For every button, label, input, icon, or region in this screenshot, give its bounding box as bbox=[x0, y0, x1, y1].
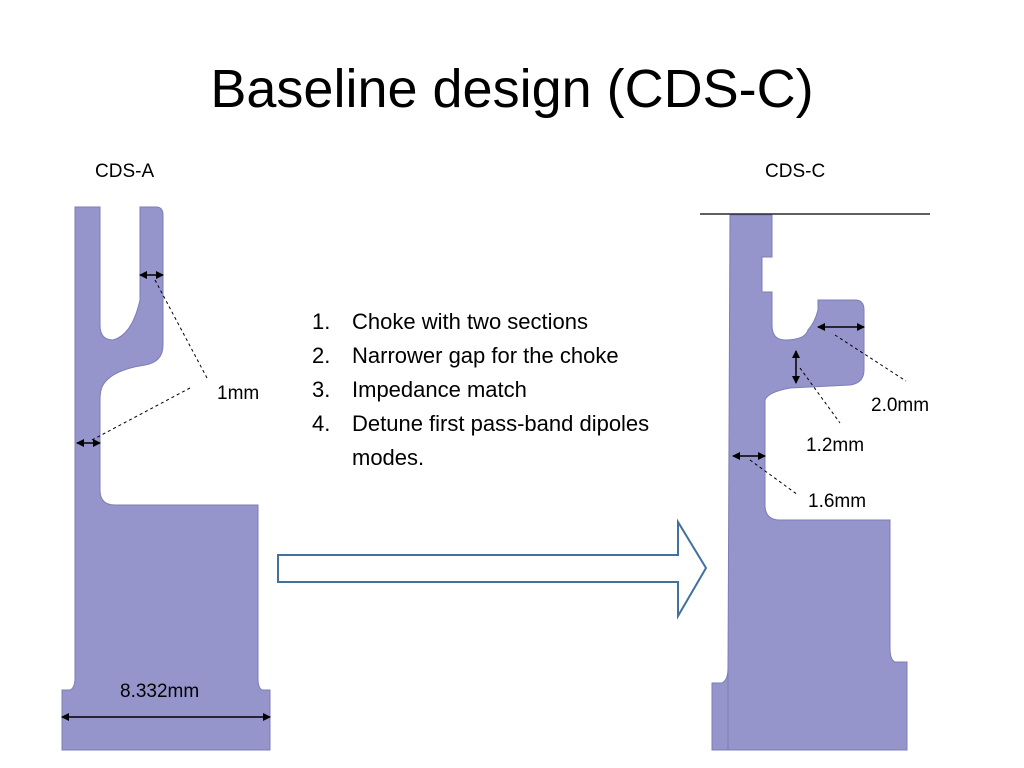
cds-c-cavity-shape bbox=[711, 214, 908, 751]
design-changes-list: 1. Choke with two sections 2. Narrower gap… bbox=[312, 305, 652, 475]
list-item-text: Choke with two sections bbox=[352, 309, 588, 334]
list-item-number: 3. bbox=[312, 377, 331, 402]
list-item: 1. Choke with two sections bbox=[312, 305, 652, 339]
cds-c-gap-dimension: 1.2mm bbox=[806, 435, 865, 456]
cds-a-gap-dimension: 1mm bbox=[217, 383, 260, 404]
cds-c-choke-dimension: 2.0mm bbox=[871, 395, 930, 416]
cds-c-label: CDS-C bbox=[765, 161, 826, 182]
cds-a-label: CDS-A bbox=[95, 161, 155, 182]
list-item-text: Narrower gap for the choke bbox=[352, 343, 619, 368]
cds-a-leader-lower bbox=[91, 387, 191, 441]
cds-c-wall-dimension: 1.6mm bbox=[808, 491, 867, 512]
cds-c-leader-wall bbox=[749, 459, 799, 496]
cds-c-leader-choke bbox=[834, 334, 907, 382]
slide-title: Baseline design (CDS-C) bbox=[210, 59, 814, 119]
list-item-number: 1. bbox=[312, 309, 331, 334]
list-item: 4. Detune first pass-band dipoles modes. bbox=[312, 407, 652, 475]
list-item-number: 4. bbox=[312, 411, 331, 436]
list-item-number: 2. bbox=[312, 343, 331, 368]
cds-a-width-dimension: 8.332mm bbox=[120, 681, 200, 702]
cds-c-leader-gap bbox=[799, 367, 841, 424]
cds-a-cavity-shape bbox=[61, 206, 271, 751]
list-item: 3. Impedance match bbox=[312, 373, 652, 407]
list-item-text: Detune first pass-band dipoles modes. bbox=[352, 411, 650, 470]
cds-a-leader-upper bbox=[154, 279, 208, 379]
list-item: 2. Narrower gap for the choke bbox=[312, 339, 652, 373]
right-arrow-icon bbox=[277, 518, 708, 620]
list-item-text: Impedance match bbox=[352, 377, 527, 402]
